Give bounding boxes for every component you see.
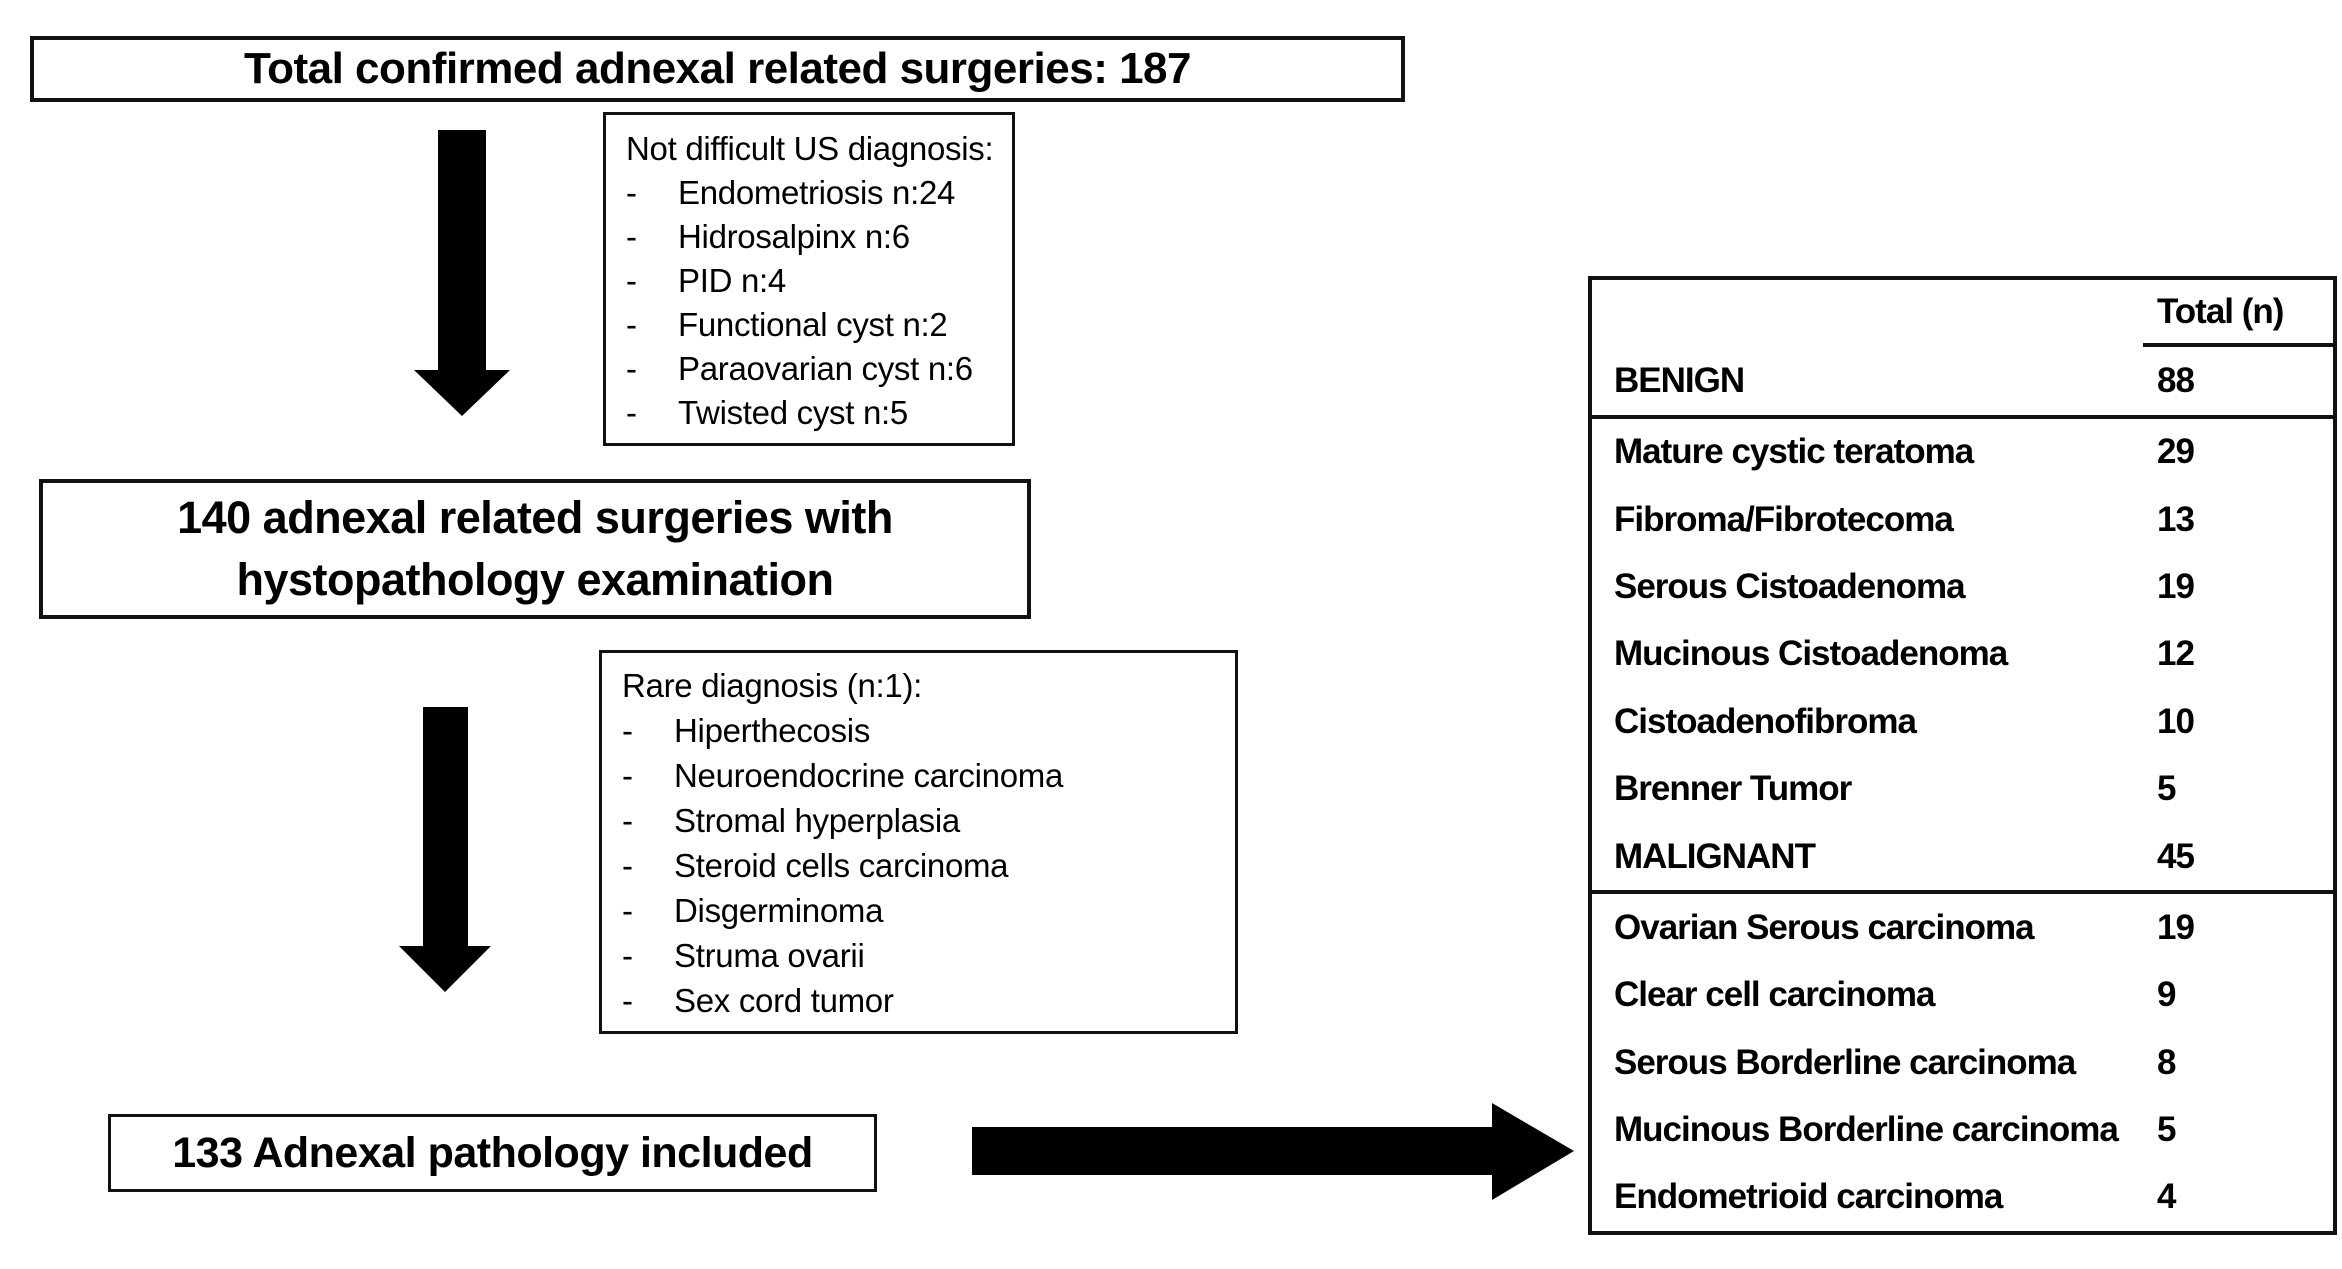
arrow-right-icon (972, 1103, 1574, 1200)
dash-bullet: - (626, 218, 637, 255)
list-item: - Steroid cells carcinoma (622, 843, 1225, 888)
table-row: BENIGN 88 (1592, 347, 2333, 419)
row-label: Serous Cistoadenoma (1614, 567, 1966, 607)
dash-bullet: - (626, 350, 637, 387)
dash-bullet: - (622, 757, 633, 794)
row-value: 4 (2157, 1177, 2176, 1217)
list-item: - Hidrosalpinx n:6 (626, 215, 1002, 259)
table-row: Serous Borderline carcinoma 8 (1592, 1029, 2333, 1096)
row-label: Mucinous Borderline carcinoma (1614, 1109, 2119, 1149)
table-row: Mature cystic teratoma 29 (1592, 419, 2333, 486)
list-item-label: Struma ovarii (674, 937, 865, 974)
row-value: 19 (2157, 567, 2195, 607)
row-value: 10 (2157, 701, 2195, 741)
row-label: Serous Borderline carcinoma (1614, 1042, 2076, 1082)
row-label: Endometrioid carcinoma (1614, 1177, 2003, 1217)
list-item-label: Steroid cells carcinoma (674, 847, 1009, 884)
dash-bullet: - (626, 394, 637, 431)
list-item-label: PID n:4 (678, 262, 786, 299)
row-label: Fibroma/Fibrotecoma (1614, 499, 1954, 539)
row-value: 12 (2157, 634, 2195, 674)
row-value: 5 (2157, 1109, 2176, 1149)
table-row: Cistoadenofibroma 10 (1592, 688, 2333, 755)
hystopathology-surgeries-box: 140 adnexal related surgeries with hysto… (39, 479, 1031, 619)
list-item-label: Functional cyst n:2 (678, 306, 948, 343)
dash-bullet: - (626, 262, 637, 299)
table-header-total-cell: Total (n) (2143, 280, 2333, 348)
row-label: BENIGN (1614, 361, 1745, 401)
hystopathology-surgeries-line2: hystopathology examination (236, 554, 834, 605)
adnexal-pathology-included-box: 133 Adnexal pathology included (108, 1114, 877, 1192)
row-value: 8 (2157, 1042, 2176, 1082)
row-value: 29 (2157, 432, 2195, 472)
row-label: Cistoadenofibroma (1614, 701, 1917, 741)
list-item-label: Hiperthecosis (674, 712, 871, 749)
list-item-label: Endometriosis n:24 (678, 174, 956, 211)
adnexal-pathology-included-label: 133 Adnexal pathology included (172, 1128, 813, 1177)
total-surgeries-box: Total confirmed adnexal related surgerie… (30, 36, 1405, 102)
us-diagnosis-title: Not difficult US diagnosis: (626, 130, 994, 167)
list-item-label: Neuroendocrine carcinoma (674, 757, 1064, 794)
list-item-label: Twisted cyst n:5 (678, 394, 908, 431)
table-row: Mucinous Cistoadenoma 12 (1592, 621, 2333, 688)
dash-bullet: - (622, 937, 633, 974)
table-row: Ovarian Serous carcinoma 19 (1592, 894, 2333, 961)
row-value: 88 (2157, 361, 2195, 401)
list-item: - Paraovarian cyst n:6 (626, 347, 1002, 391)
list-item: - Stromal hyperplasia (622, 798, 1225, 843)
arrow-down-icon (399, 707, 491, 992)
row-value: 19 (2157, 907, 2195, 947)
not-difficult-us-diagnosis-box: Not difficult US diagnosis: - Endometrio… (603, 112, 1015, 446)
list-item: - Neuroendocrine carcinoma (622, 753, 1225, 798)
dash-bullet: - (622, 892, 633, 929)
row-label: Ovarian Serous carcinoma (1614, 907, 2035, 947)
dash-bullet: - (622, 712, 633, 749)
table-row: Brenner Tumor 5 (1592, 756, 2333, 823)
row-label: Brenner Tumor (1614, 769, 1852, 809)
list-item-label: Hidrosalpinx n:6 (678, 218, 910, 255)
table-row: Clear cell carcinoma 9 (1592, 962, 2333, 1029)
list-item: - Twisted cyst n:5 (626, 391, 1002, 435)
dash-bullet: - (626, 174, 637, 211)
dash-bullet: - (626, 306, 637, 343)
table-row: Mucinous Borderline carcinoma 5 (1592, 1096, 2333, 1163)
table-row: Fibroma/Fibrotecoma 13 (1592, 486, 2333, 553)
row-label: MALIGNANT (1614, 836, 1816, 876)
list-item-label: Sex cord tumor (674, 982, 894, 1019)
row-value: 5 (2157, 769, 2176, 809)
row-value: 13 (2157, 499, 2195, 539)
list-item: - Endometriosis n:24 (626, 171, 1002, 215)
dash-bullet: - (622, 847, 633, 884)
rare-diagnosis-box: Rare diagnosis (n:1): - Hiperthecosis - … (599, 650, 1238, 1034)
row-label: Mucinous Cistoadenoma (1614, 634, 2008, 674)
list-item: - PID n:4 (626, 259, 1002, 303)
arrow-down-icon (414, 130, 510, 416)
list-item: - Struma ovarii (622, 933, 1225, 978)
list-item: - Sex cord tumor (622, 978, 1225, 1023)
table-row: Endometrioid carcinoma 4 (1592, 1164, 2333, 1231)
row-value: 9 (2157, 975, 2176, 1015)
list-item-label: Paraovarian cyst n:6 (678, 350, 973, 387)
rare-diagnosis-title: Rare diagnosis (n:1): (622, 667, 923, 704)
row-label: Clear cell carcinoma (1614, 975, 1935, 1015)
row-value: 45 (2157, 836, 2195, 876)
list-item: - Functional cyst n:2 (626, 303, 1002, 347)
table-header-row: Total (n) (1592, 280, 2333, 348)
pathology-summary-table: Total (n) BENIGN 88 Mature cystic terato… (1588, 276, 2337, 1235)
list-item-label: Disgerminoma (674, 892, 884, 929)
total-surgeries-label: Total confirmed adnexal related surgerie… (244, 44, 1191, 93)
hystopathology-surgeries-line1: 140 adnexal related surgeries with (177, 492, 893, 543)
list-item: - Hiperthecosis (622, 708, 1225, 753)
list-item-label: Stromal hyperplasia (674, 802, 960, 839)
list-item: - Disgerminoma (622, 888, 1225, 933)
dash-bullet: - (622, 802, 633, 839)
row-label: Mature cystic teratoma (1614, 432, 1974, 472)
dash-bullet: - (622, 982, 633, 1019)
table-row: MALIGNANT 45 (1592, 823, 2333, 895)
table-row: Serous Cistoadenoma 19 (1592, 553, 2333, 620)
